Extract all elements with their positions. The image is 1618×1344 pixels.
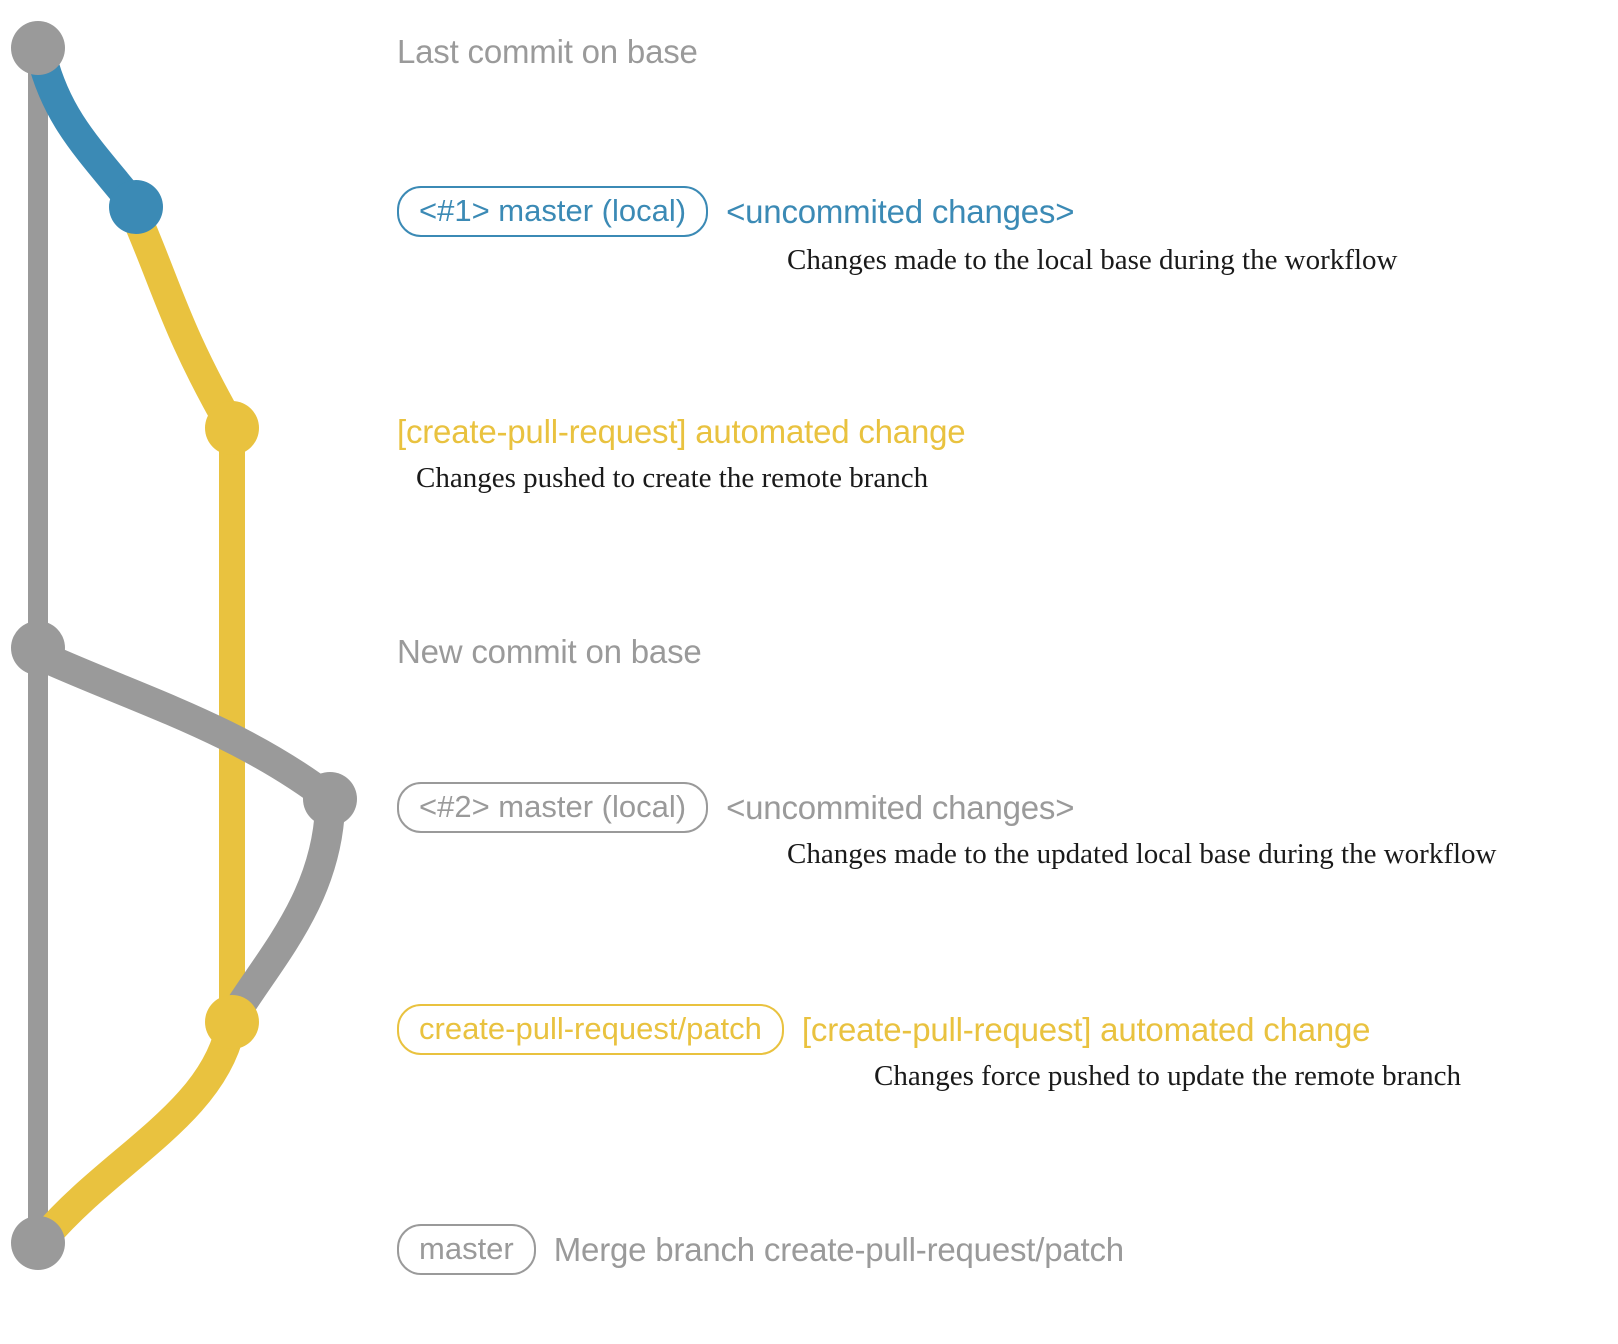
row-last-commit-on-base: Last commit on base bbox=[397, 33, 698, 71]
commit-node-local-master-2[interactable] bbox=[303, 772, 357, 826]
description-local-master-2: Changes made to the updated local base d… bbox=[787, 838, 1497, 870]
commit-message-local-master-2: <uncommited changes> bbox=[726, 788, 1075, 826]
description-local-master-1: Changes made to the local base during th… bbox=[787, 244, 1398, 276]
commit-node-merge-commit[interactable] bbox=[11, 1216, 65, 1270]
commit-message-new-commit-on-base: New commit on base bbox=[397, 633, 702, 670]
row-local-master-1: <#1> master (local) <uncommited changes> bbox=[397, 186, 1074, 237]
branch-badge-local-master-2[interactable]: <#2> master (local) bbox=[397, 782, 709, 833]
commit-message-automated-change-2: [create-pull-request] automated change bbox=[801, 1010, 1371, 1048]
branch-line-local-master-2-to-patch bbox=[219, 793, 345, 1031]
commit-message-local-master-1: <uncommited changes> bbox=[726, 192, 1075, 230]
branch-line-local-master-2 bbox=[31, 643, 345, 814]
commit-node-automated-change-1[interactable] bbox=[205, 401, 259, 455]
branch-badge-master[interactable]: master bbox=[397, 1224, 536, 1275]
commit-message-automated-change-1: [create-pull-request] automated change bbox=[397, 413, 966, 450]
branch-badge-local-master-1[interactable]: <#1> master (local) bbox=[397, 186, 709, 237]
commit-message-merge-commit: Merge branch create-pull-request/patch bbox=[553, 1230, 1124, 1268]
branch-line-merge bbox=[29, 1015, 245, 1253]
description-automated-change-2: Changes force pushed to update the remot… bbox=[874, 1060, 1462, 1092]
row-local-master-2: <#2> master (local) <uncommited changes> bbox=[397, 782, 1074, 833]
row-automated-change-1: [create-pull-request] automated change bbox=[397, 413, 966, 451]
commit-node-local-master-1[interactable] bbox=[109, 180, 163, 234]
branch-badge-create-pull-request-patch[interactable]: create-pull-request/patch bbox=[397, 1004, 784, 1055]
commit-node-last-commit-on-base[interactable] bbox=[11, 21, 65, 75]
row-new-commit-on-base: New commit on base bbox=[397, 633, 702, 671]
commit-message-last-commit-on-base: Last commit on base bbox=[397, 33, 698, 70]
branch-line-automated-change-1 bbox=[121, 201, 247, 443]
description-automated-change-1: Changes pushed to create the remote bran… bbox=[416, 462, 929, 494]
row-merge-commit: master Merge branch create-pull-request/… bbox=[397, 1224, 1124, 1275]
commit-node-automated-change-2[interactable] bbox=[205, 995, 259, 1049]
commit-node-new-commit-on-base[interactable] bbox=[11, 621, 65, 675]
row-automated-change-2: create-pull-request/patch [create-pull-r… bbox=[397, 1004, 1371, 1055]
